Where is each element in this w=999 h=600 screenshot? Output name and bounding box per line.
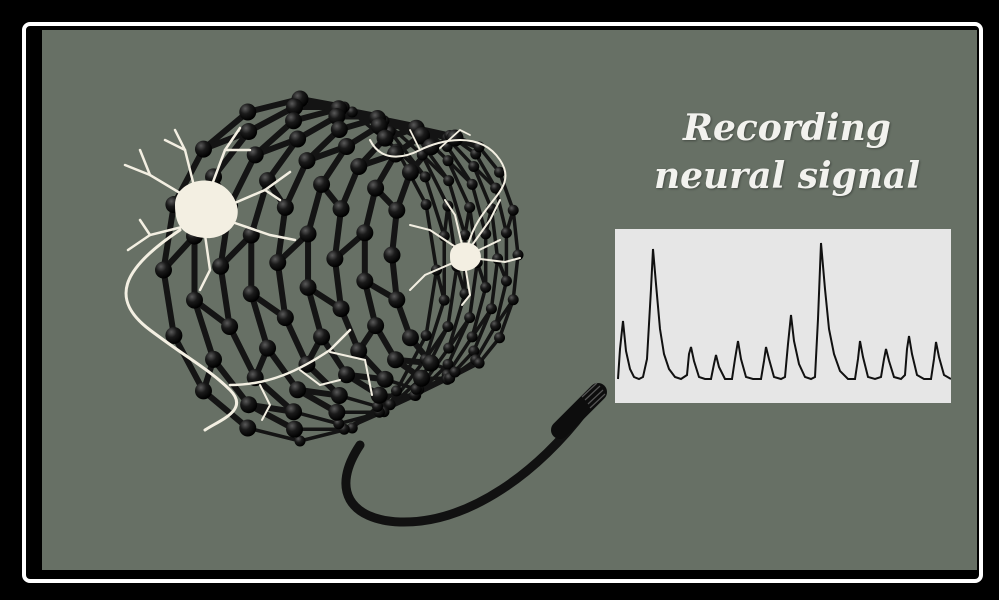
nanotube-bond (448, 266, 457, 326)
carbon-atom (313, 176, 330, 193)
carbon-atom (486, 303, 497, 314)
nanotube-bond (214, 359, 249, 404)
carbon-atom (371, 387, 388, 404)
carbon-atom (277, 309, 294, 326)
signal-trace-svg (615, 229, 951, 403)
carbon-atom (508, 205, 519, 216)
carbon-atom (377, 130, 394, 147)
carbon-atom (387, 351, 404, 368)
carbon-atom (313, 328, 330, 345)
carbon-atom (286, 421, 303, 438)
carbon-atom (443, 343, 454, 354)
carbon-atom (501, 276, 512, 287)
carbon-atom (480, 282, 491, 293)
carbon-atom (421, 330, 432, 341)
carbon-atom (269, 254, 286, 271)
nanotube-bond (500, 172, 514, 210)
carbon-atom (388, 291, 405, 308)
carbon-atom (289, 131, 306, 148)
carbon-atom (377, 371, 394, 388)
nanotube-bond (513, 210, 518, 255)
carbon-atom (331, 121, 348, 138)
carbon-atom (464, 312, 475, 323)
carbon-atom (259, 172, 276, 189)
nanotube-bond (426, 205, 436, 270)
nanotube-bond (513, 255, 518, 300)
carbon-atom (391, 385, 402, 396)
carbon-atom (492, 253, 503, 264)
carbon-atom (333, 200, 350, 217)
carbon-atom (350, 158, 367, 175)
carbon-atom (494, 332, 505, 343)
carbon-atom (464, 202, 475, 213)
carbon-atom (300, 225, 317, 242)
carbon-atom (243, 285, 260, 302)
carbon-atom (300, 279, 317, 296)
carbon-atom (331, 387, 348, 404)
carbon-atom (467, 179, 478, 190)
carbon-atom (442, 321, 453, 332)
carbon-atom (326, 250, 343, 267)
nanotube-bond (164, 270, 174, 335)
carbon-atom (508, 294, 519, 305)
carbon-atom (338, 138, 355, 155)
carbon-atom (388, 202, 405, 219)
carbon-atom (413, 370, 430, 387)
carbon-atom (443, 155, 454, 166)
carbon-atom (367, 317, 384, 334)
carbon-atom (439, 295, 450, 306)
signal-trace-line (618, 243, 951, 379)
carbon-atom (221, 318, 238, 335)
carbon-atom (384, 247, 401, 264)
carbon-atom (240, 396, 257, 413)
carbon-atom (298, 152, 315, 169)
caption: Recording neural signal (622, 104, 952, 200)
carbon-atom (186, 292, 203, 309)
carbon-atom (289, 381, 306, 398)
carbon-atom (285, 403, 302, 420)
carbon-atom (490, 320, 501, 331)
caption-line-2: neural signal (622, 152, 952, 200)
carbon-atom (467, 331, 478, 342)
carbon-atom (240, 123, 257, 140)
carbon-atom (212, 258, 229, 275)
carbon-atom (239, 104, 256, 121)
carbon-atom (450, 367, 461, 378)
carbon-atom (422, 355, 439, 372)
carbon-atom (259, 340, 276, 357)
carbon-atom (474, 358, 485, 369)
carbon-atom (402, 329, 419, 346)
carbon-atom (402, 164, 419, 181)
carbon-atom (421, 199, 432, 210)
nanotube-bond (230, 327, 256, 378)
carbon-atom (195, 141, 212, 158)
carbon-atom (356, 224, 373, 241)
carbon-atom (155, 262, 172, 279)
caption-line-1: Recording (622, 104, 952, 152)
nanotube-bond (491, 259, 497, 309)
carbon-atom (277, 199, 294, 216)
carbon-atom (367, 180, 384, 197)
carbon-atom (333, 300, 350, 317)
carbon-atom (501, 227, 512, 238)
carbon-atom (205, 351, 222, 368)
carbon-atom (468, 161, 479, 172)
carbon-atom (328, 404, 345, 421)
carbon-atom (239, 419, 256, 436)
neural-signal-trace (615, 229, 951, 403)
carbon-atom (443, 175, 454, 186)
nanotube-bond (470, 263, 478, 318)
carbon-atom (420, 171, 431, 182)
carbon-atom (195, 382, 212, 399)
carbon-atom (447, 130, 464, 147)
carbon-atom (387, 145, 404, 162)
carbon-atom (356, 273, 373, 290)
carbon-atom (285, 112, 302, 129)
